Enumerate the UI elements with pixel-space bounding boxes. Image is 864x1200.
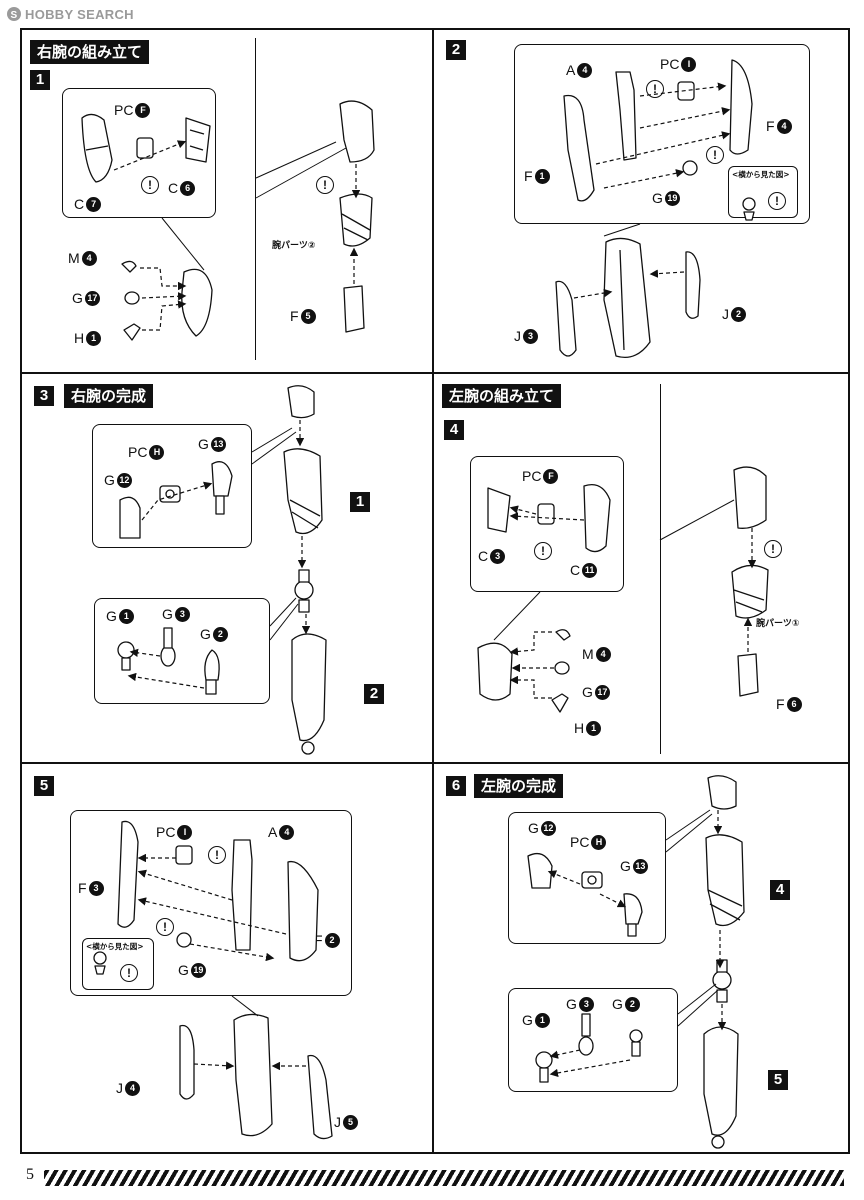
step-ref-5: 5 <box>768 1070 788 1090</box>
side-view-box: <横から見た図> <box>82 938 154 990</box>
step-6-badge: 6 <box>446 776 466 796</box>
warning-icon: ! <box>316 176 334 194</box>
side-view-label: <横から見た図> <box>86 942 144 951</box>
side-view-box: <横から見た図> <box>728 166 798 218</box>
instruction-frame <box>20 28 850 1154</box>
step-1-badge: 1 <box>30 70 50 90</box>
warning-icon: ! <box>646 80 664 98</box>
svg-text:S: S <box>11 10 18 21</box>
warning-icon: ! <box>208 846 226 864</box>
warning-icon: ! <box>156 918 174 936</box>
section1-inner-divider <box>255 38 256 360</box>
row-divider-1 <box>20 372 850 374</box>
watermark-text: HOBBY SEARCH <box>25 6 134 22</box>
row-divider-2 <box>20 762 850 764</box>
warning-icon: ! <box>141 176 159 194</box>
step-3-badge: 3 <box>34 386 54 406</box>
step-5-badge: 5 <box>34 776 54 796</box>
section4-inner-divider <box>660 384 661 754</box>
arm-parts-1-label: 腕パーツ① <box>756 619 800 629</box>
warning-icon: ! <box>534 542 552 560</box>
section3-title: 右腕の完成 <box>64 384 154 408</box>
step-4-badge: 4 <box>444 420 464 440</box>
section6-title: 左腕の完成 <box>474 774 564 798</box>
step-ref-4: 4 <box>770 880 790 900</box>
section1-title: 右腕の組み立て <box>30 40 150 64</box>
column-divider <box>432 28 434 1154</box>
warning-icon: ! <box>764 540 782 558</box>
page-number: 5 <box>26 1166 34 1183</box>
hobby-search-logo-icon: S <box>7 7 21 21</box>
footer-stripe-band <box>44 1170 844 1186</box>
step-2-badge: 2 <box>446 40 466 60</box>
warning-icon: ! <box>120 964 138 982</box>
arm-parts-2-label: 腕パーツ② <box>272 241 316 251</box>
watermark: S HOBBY SEARCH <box>6 4 134 24</box>
step-ref-1: 1 <box>350 492 370 512</box>
section4-title: 左腕の組み立て <box>442 384 562 408</box>
step-ref-2: 2 <box>364 684 384 704</box>
side-view-label: <横から見た図> <box>732 170 790 179</box>
warning-icon: ! <box>768 192 786 210</box>
warning-icon: ! <box>706 146 724 164</box>
